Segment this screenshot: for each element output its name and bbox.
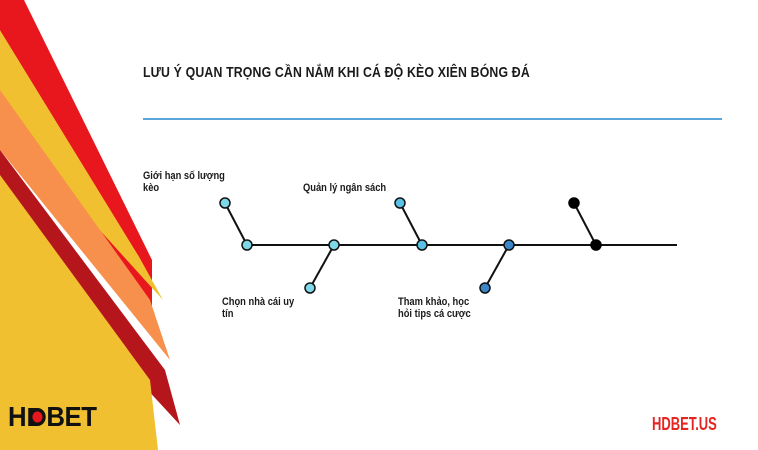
node-end-1 xyxy=(219,197,231,209)
logo-ball-icon xyxy=(27,408,46,426)
logo-text-bet: BET xyxy=(46,401,97,432)
timeline-node-5 xyxy=(568,197,602,251)
node-base-1 xyxy=(241,239,253,251)
timeline-label-2: Chọn nhà cái uy tín xyxy=(222,296,295,320)
timeline-node-4 xyxy=(479,239,515,294)
node-base-4 xyxy=(503,239,515,251)
node-base-2 xyxy=(328,239,340,251)
page-title: LƯU Ý QUAN TRỌNG CẦN NẮM KHI CÁ ĐỘ KÈO X… xyxy=(143,64,530,81)
node-end-2 xyxy=(304,282,316,294)
node-base-5 xyxy=(590,239,602,251)
node-end-4 xyxy=(479,282,491,294)
timeline-node-3 xyxy=(394,197,428,251)
node-end-5 xyxy=(568,197,580,209)
node-end-3 xyxy=(394,197,406,209)
logo-letter-h: H xyxy=(8,401,27,432)
timeline-label-3: Quản lý ngân sách xyxy=(303,182,387,194)
hdbet-logo: H BET xyxy=(8,401,97,433)
timeline-label-4: Tham khảo, học hỏi tips cá cược xyxy=(398,296,471,320)
timeline-label-1: Giới hạn số lượng kèo xyxy=(143,170,225,194)
timeline-node-2 xyxy=(304,239,340,294)
timeline-node-1 xyxy=(219,197,253,251)
title-divider xyxy=(143,118,722,120)
site-url-logo: HDBET.US xyxy=(652,414,717,434)
node-base-3 xyxy=(416,239,428,251)
